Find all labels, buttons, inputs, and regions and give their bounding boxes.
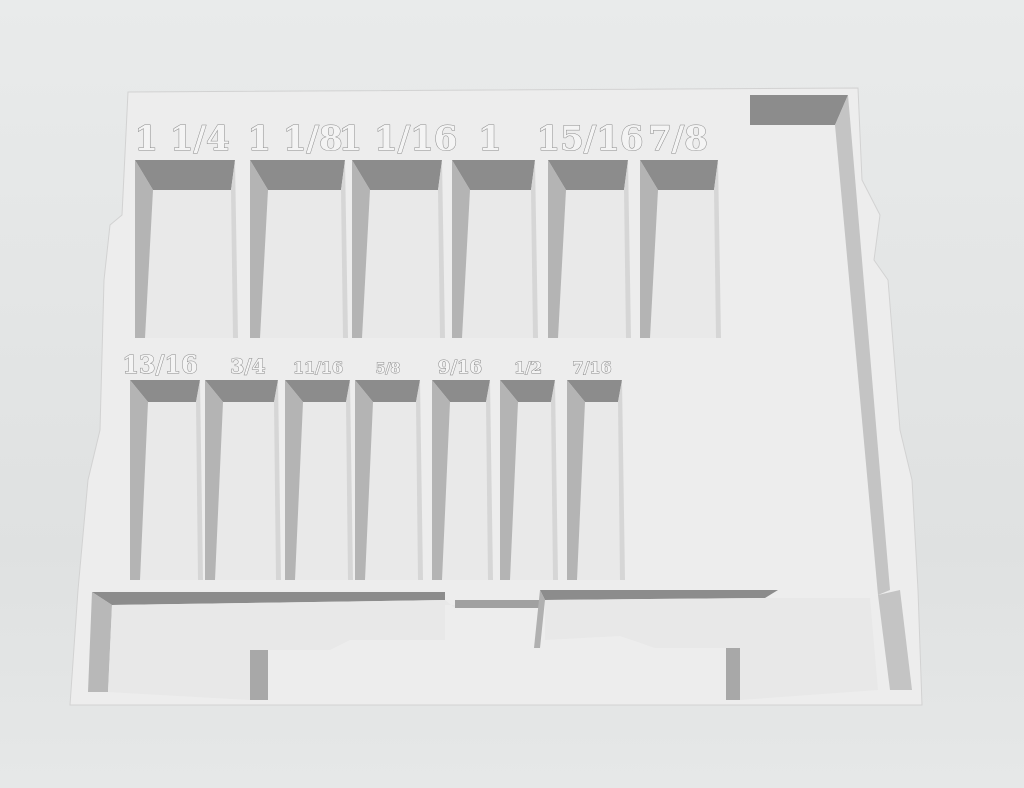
size-label-top: 7/8 [648,119,708,159]
size-label-top: 1 1/8 [247,119,342,159]
size-label-bottom: 9/16 [438,357,482,378]
socket-slot-bottom-0 [130,380,203,580]
socket-slot-top-5 [640,160,721,338]
size-label-bottom: 5/8 [376,361,401,377]
socket-slot-top-4 [548,160,631,338]
socket-slot-top-2 [352,160,445,338]
socket-slot-bottom-6 [567,380,625,580]
bottom-left-pocket [88,592,540,700]
socket-slots [130,160,721,580]
right-channel-lower-wall [878,590,912,690]
socket-slot-top-1 [250,160,348,338]
size-label-top: 1 [478,119,502,159]
size-label-bottom: 3/4 [230,354,265,378]
size-label-bottom: 11/16 [293,358,343,377]
socket-slot-bottom-1 [205,380,281,580]
bottom-right-pocket [534,590,878,700]
socket-slot-bottom-3 [355,380,423,580]
size-label-bottom: 13/16 [122,350,198,379]
socket-slot-top-0 [135,160,238,338]
right-channel-top-wall [750,95,848,125]
size-label-top: 15/16 [536,119,643,159]
size-label-bottom: 1/2 [514,358,542,377]
size-label-top: 1 1/4 [134,119,229,159]
socket-slot-bottom-2 [285,380,353,580]
socket-slot-bottom-5 [500,380,558,580]
socket-slot-top-3 [452,160,538,338]
socket-slot-bottom-4 [432,380,493,580]
right-channel-side-wall [835,95,890,595]
size-label-bottom: 7/16 [572,358,611,377]
size-label-top: 1 1/16 [339,119,458,159]
